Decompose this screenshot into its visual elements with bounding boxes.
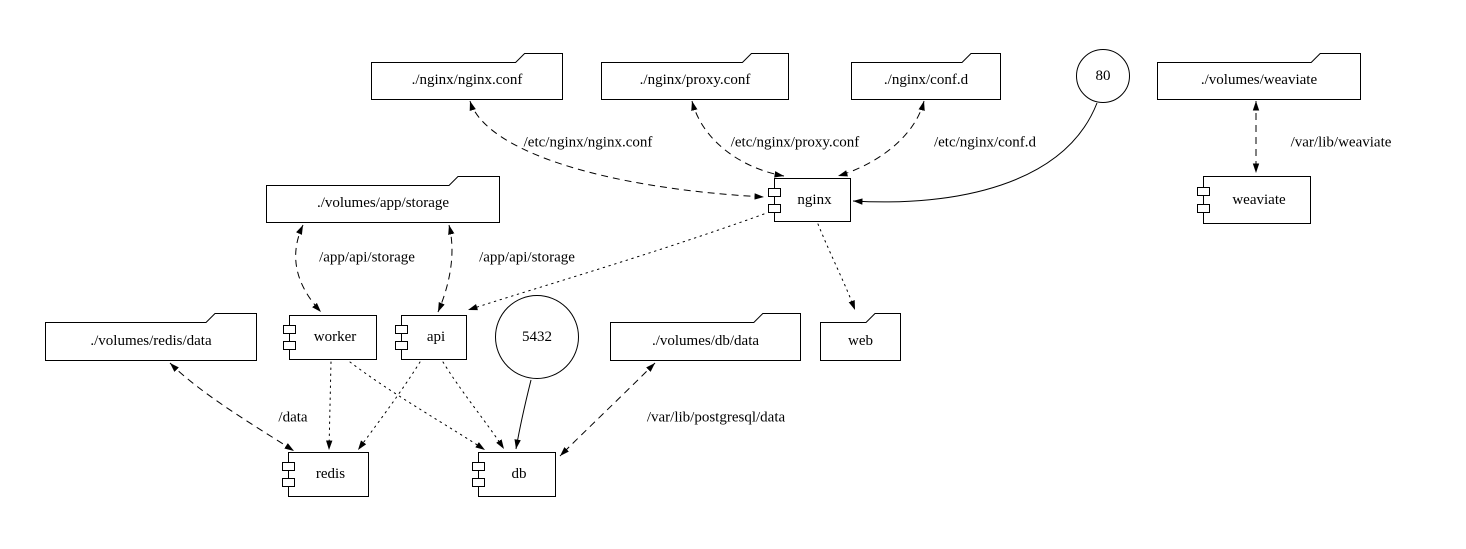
service-node-nginx: nginx [768,178,851,222]
node-label: api [426,329,446,345]
node-label: ./nginx/proxy.conf [639,72,751,88]
node-label: ./volumes/db/data [651,332,760,349]
node-label: ./volumes/app/storage [316,195,450,211]
node-label: db [511,466,527,482]
service-node-redis: redis [282,452,369,497]
edge-port-5432-to-db [514,379,532,450]
volume-node-redis-data: ./volumes/redis/data [45,313,257,361]
edge-app-storage-to-api [437,224,455,313]
port-node-80: 80 [1076,49,1130,103]
edge-label-etc-nginx-conf-d: /etc/nginx/conf.d [933,134,1037,151]
node-label: nginx [797,191,832,208]
edge-worker-to-redis [326,361,333,451]
edge-nginx-to-web [817,223,856,311]
node-label: weaviate [1232,191,1286,208]
volume-node-nginx-conf: ./nginx/nginx.conf [371,53,563,100]
node-label: ./volumes/weaviate [1200,72,1318,88]
edge-label-var-lib-postgresql-data: /var/lib/postgresql/data [646,409,786,426]
volume-node-conf-d: ./nginx/conf.d [851,53,1001,100]
edge-port-80-to-nginx [852,102,1098,205]
edge-worker-to-db [349,361,486,451]
volume-node-proxy-conf: ./nginx/proxy.conf [601,53,789,100]
edge-db-data-to-db [559,362,656,457]
edge-label-data: /data [278,409,308,426]
edge-app-storage-to-worker [295,224,322,313]
node-label: web [848,332,873,349]
node-web: web [820,313,901,361]
edge-label-app-api-storage-worker: /app/api/storage [319,249,415,266]
node-label: ./nginx/conf.d [883,72,969,88]
edge-label-etc-nginx-nginx-conf: /etc/nginx/nginx.conf [523,134,653,151]
edge-api-to-db [442,361,505,450]
node-label: ./nginx/nginx.conf [411,72,523,88]
node-label: worker [313,329,357,345]
edge-api-to-redis [357,361,421,451]
node-label: ./volumes/redis/data [90,332,212,349]
edge-label-etc-nginx-proxy-conf: /etc/nginx/proxy.conf [730,134,860,151]
port-node-5432: 5432 [495,295,579,379]
node-label: 5432 [522,328,552,345]
edge-label-app-api-storage-api: /app/api/storage [479,249,575,266]
volume-node-weaviate: ./volumes/weaviate [1157,53,1361,100]
node-label: redis [315,466,346,482]
service-node-weaviate: weaviate [1197,176,1311,224]
edge-label-var-lib-weaviate: /var/lib/weaviate [1290,134,1392,151]
node-label: 80 [1095,67,1111,84]
service-node-worker: worker [283,315,377,360]
service-node-db: db [472,452,556,497]
volume-node-db-data: ./volumes/db/data [610,313,801,361]
edge-redis-data-to-redis [169,362,295,452]
service-node-api: api [395,315,467,360]
volume-node-app-storage: ./volumes/app/storage [266,176,500,223]
